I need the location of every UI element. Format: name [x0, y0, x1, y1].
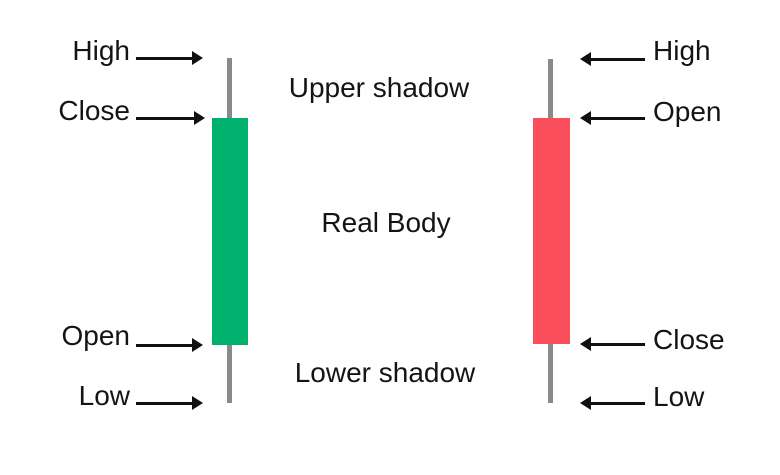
label-right-high: High: [653, 35, 711, 66]
label-left-close: Close: [58, 95, 130, 126]
arrow-right-open-icon: [580, 111, 645, 125]
label-right-close: Close: [653, 324, 725, 355]
caption-upper-shadow: Upper shadow: [288, 72, 470, 103]
arrow-left-low-icon: [136, 396, 203, 410]
arrow-right-low-icon: [580, 396, 645, 410]
arrow-left-high-icon: [136, 51, 203, 65]
label-left-low: Low: [78, 380, 130, 411]
label-right-low: Low: [653, 381, 705, 412]
arrow-right-close-icon: [580, 337, 645, 351]
arrow-right-high-icon: [580, 52, 645, 66]
bullish-candle-real-body: [212, 118, 248, 345]
arrow-left-open-icon: [136, 338, 203, 352]
label-left-high: High: [72, 35, 130, 66]
label-right-open: Open: [653, 96, 722, 127]
caption-real-body: Real Body: [321, 207, 451, 238]
bearish-candle-real-body: [533, 118, 570, 344]
label-left-open: Open: [61, 320, 131, 351]
caption-lower-shadow: Lower shadow: [294, 357, 476, 388]
arrow-left-close-icon: [136, 111, 205, 125]
